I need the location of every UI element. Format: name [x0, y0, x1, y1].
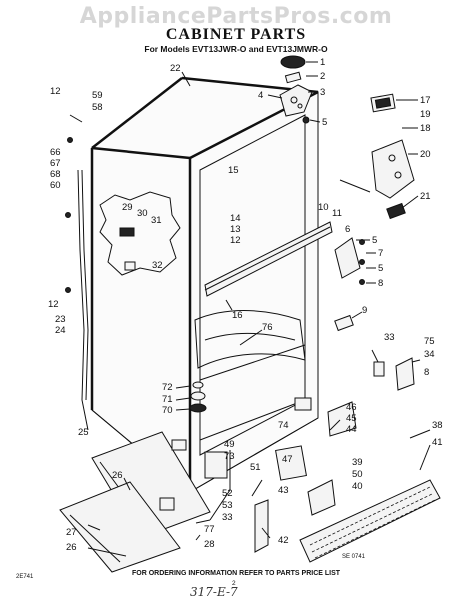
- part-label: 74: [278, 420, 289, 431]
- handwritten-note: 317-E-7: [190, 585, 238, 599]
- mullion-rail: [204, 221, 333, 297]
- ordering-info-footer: FOR ORDERING INFORMATION REFER TO PARTS …: [131, 570, 341, 577]
- cabinet-bottom-details: [171, 397, 312, 451]
- page-number: 2: [232, 580, 236, 587]
- part-label: 25: [78, 427, 89, 438]
- part-label: 49: [224, 439, 235, 450]
- part-label: 39: [352, 457, 363, 468]
- diagram-code-left: 2E741: [16, 574, 34, 580]
- top-hinge-assembly: [279, 55, 313, 124]
- part-label: 58: [92, 102, 103, 113]
- front-base-rail: [59, 431, 211, 573]
- leader-lines: [87, 61, 431, 557]
- watermark: AppliancePartsPros.com: [79, 4, 393, 29]
- right-hinge-parts: [339, 93, 415, 220]
- part-label: 71: [162, 394, 173, 405]
- part-label: 45: [346, 413, 357, 424]
- part-label: 52: [222, 488, 233, 499]
- part-label: 3: [320, 87, 325, 98]
- part-label: 16: [232, 310, 243, 321]
- part-label: 1: [320, 57, 325, 68]
- part-label: 44: [346, 424, 357, 435]
- rail-bracket: [334, 237, 365, 332]
- part-label: 12: [50, 86, 61, 97]
- lower-center-parts: [159, 401, 357, 553]
- part-label: 77: [204, 524, 215, 535]
- part-label: 66: [50, 147, 61, 158]
- part-label: 5: [372, 235, 377, 246]
- part-label: 31: [151, 215, 162, 226]
- part-label: 29: [122, 202, 133, 213]
- part-label: 76: [262, 322, 273, 333]
- insulation-pad: [99, 191, 181, 276]
- part-label: 15: [228, 165, 239, 176]
- part-label: 32: [152, 260, 163, 271]
- part-label: 18: [420, 123, 431, 134]
- part-label: 43: [278, 485, 289, 496]
- base-grille: [299, 479, 441, 563]
- part-label: 33: [222, 512, 233, 523]
- part-label: 12: [230, 235, 241, 246]
- part-label: 46: [346, 402, 357, 413]
- part-label: 5: [322, 117, 327, 128]
- part-label: 4: [258, 90, 263, 101]
- part-label: 73: [224, 451, 235, 462]
- part-label: 33: [384, 332, 395, 343]
- part-label: 14: [230, 213, 241, 224]
- part-label: 68: [50, 169, 61, 180]
- part-label: 17: [420, 95, 431, 106]
- part-label: 40: [352, 481, 363, 492]
- part-label: 26: [112, 470, 123, 481]
- part-label: 20: [420, 149, 431, 160]
- part-label: 41: [432, 437, 443, 448]
- part-label: 2: [320, 71, 325, 82]
- part-label: 13: [230, 224, 241, 235]
- part-label: 27: [66, 527, 77, 538]
- part-label: 5: [378, 263, 383, 274]
- part-label: 12: [48, 299, 59, 310]
- part-label: 60: [50, 180, 61, 191]
- part-label: 53: [222, 500, 233, 511]
- part-label: 47: [282, 454, 293, 465]
- part-label: 9: [362, 305, 367, 316]
- part-label: 28: [204, 539, 215, 550]
- part-label: 6: [345, 224, 350, 235]
- lower-right-bracket: [373, 357, 415, 391]
- part-label: 34: [424, 349, 435, 360]
- left-drain-tube: [65, 114, 89, 431]
- part-label: 10: [318, 202, 329, 213]
- diagram-code-right: SE 0741: [342, 554, 366, 560]
- part-label: 8: [378, 278, 383, 289]
- diagram-title: CABINET PARTS: [165, 26, 307, 43]
- part-label: 70: [162, 405, 173, 416]
- part-label: 23: [55, 314, 66, 325]
- part-label: 30: [137, 208, 148, 219]
- part-label: 75: [424, 336, 435, 347]
- part-label: 26: [66, 542, 77, 553]
- part-label: 24: [55, 325, 66, 336]
- part-label: 42: [278, 535, 289, 546]
- part-label: 21: [420, 191, 431, 202]
- part-label: 22: [170, 63, 181, 74]
- part-label: 38: [432, 420, 443, 431]
- part-label: 72: [162, 382, 173, 393]
- part-number-labels: 1 2 3 4 5 22 12 59 58 17 18 19 20 66 67 …: [48, 57, 443, 553]
- part-label: 51: [250, 462, 261, 473]
- part-label: 8: [424, 367, 429, 378]
- part-label: 19: [420, 109, 431, 120]
- diagram-subtitle: For Models EVT13JWR-O and EVT13JMWR-O: [144, 44, 328, 54]
- part-label: 7: [378, 248, 383, 259]
- part-label: 67: [50, 158, 61, 169]
- part-label: 50: [352, 469, 363, 480]
- leveling-leg: [189, 381, 207, 413]
- part-label: 59: [92, 90, 103, 101]
- part-label: 11: [332, 208, 342, 219]
